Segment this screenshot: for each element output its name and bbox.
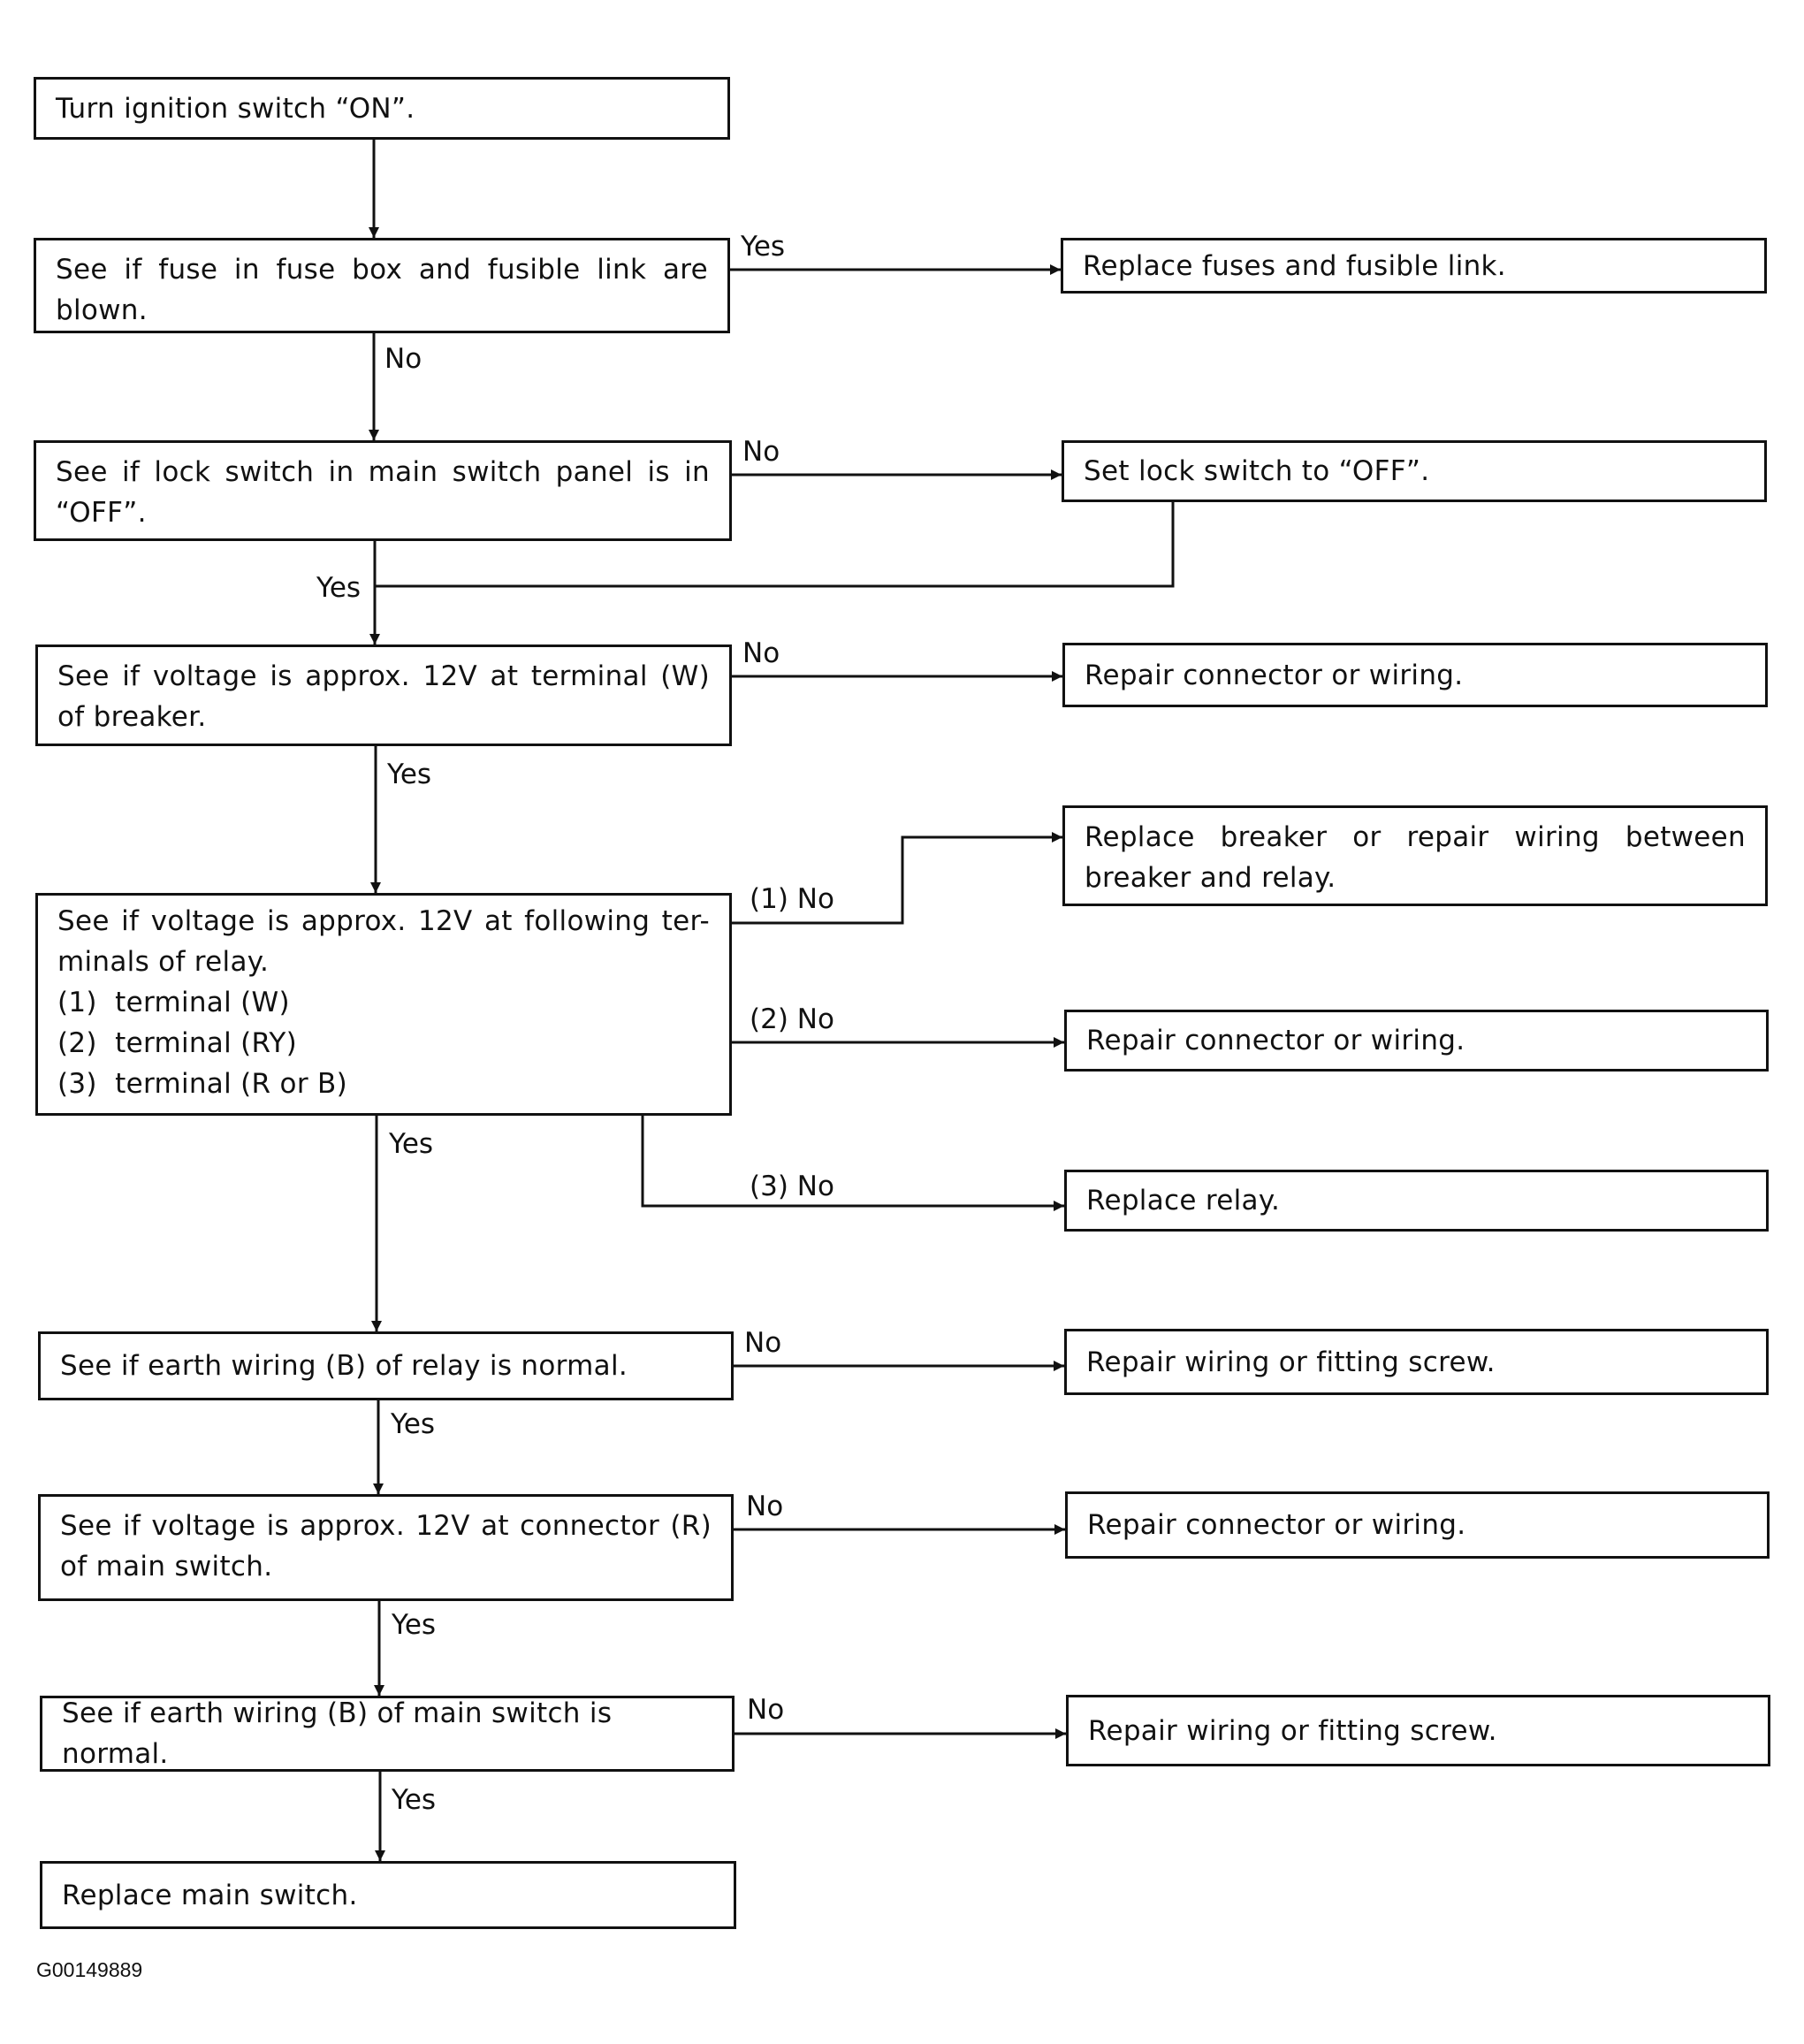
step-check-lock-switch: See if lock switch in main switch panel … bbox=[34, 440, 732, 541]
action-text: Repair connector or wiring. bbox=[1087, 1509, 1466, 1541]
label-yes-fuses: Yes bbox=[741, 231, 786, 263]
label-no-main-earth: No bbox=[747, 1694, 785, 1726]
label-yes-breaker: Yes bbox=[387, 759, 432, 790]
step-check-breaker-voltage: See if voltage is approx. 12V at termina… bbox=[35, 644, 732, 746]
label-no-fuses: No bbox=[384, 343, 422, 375]
action-repair-connector-2: Repair connector or wiring. bbox=[1064, 1010, 1769, 1072]
action-repair-wiring-1: Repair wiring or fitting screw. bbox=[1064, 1329, 1769, 1395]
step-text: See if voltage is approx. 12V at followi… bbox=[57, 905, 710, 978]
step-text: See if earth wiring (B) of relay is norm… bbox=[60, 1350, 628, 1382]
action-replace-fuses: Replace fuses and fusible link. bbox=[1061, 238, 1767, 294]
step-text: Turn ignition switch “ON”. bbox=[56, 92, 415, 125]
label-yes-lock: Yes bbox=[316, 572, 362, 604]
label-no-breaker: No bbox=[742, 637, 780, 669]
action-repair-connector-1: Repair connector or wiring. bbox=[1062, 643, 1768, 707]
relay-terminal-item: (3) terminal (R or B) bbox=[57, 1068, 347, 1100]
step-check-relay-earth: See if earth wiring (B) of relay is norm… bbox=[38, 1331, 734, 1400]
action-replace-breaker: Replace breaker or repair wiring between… bbox=[1062, 805, 1768, 906]
action-set-lock-switch: Set lock switch to “OFF”. bbox=[1062, 440, 1767, 502]
label-no2-relay: (2) No bbox=[750, 1003, 834, 1035]
label-no1-relay: (1) No bbox=[750, 883, 834, 915]
step-text: See if lock switch in main switch panel … bbox=[56, 456, 710, 529]
action-replace-relay: Replace relay. bbox=[1064, 1170, 1769, 1232]
step-turn-ignition-on: Turn ignition switch “ON”. bbox=[34, 77, 730, 140]
label-yes-main-voltage: Yes bbox=[392, 1609, 437, 1641]
action-text: Repair wiring or fitting screw. bbox=[1086, 1346, 1496, 1378]
action-text: Repair connector or wiring. bbox=[1085, 659, 1464, 691]
relay-terminal-item: (1) terminal (W) bbox=[57, 987, 290, 1018]
step-text: Replace main switch. bbox=[62, 1879, 358, 1911]
step-text: See if fuse in fuse box and fusible link… bbox=[56, 254, 708, 326]
step-check-main-switch-earth: See if earth wiring (B) of main switch i… bbox=[40, 1696, 735, 1772]
action-text: Replace relay. bbox=[1086, 1185, 1281, 1216]
action-text: Repair connector or wiring. bbox=[1086, 1025, 1465, 1056]
label-no3-relay: (3) No bbox=[750, 1171, 834, 1202]
action-text: Replace fuses and fusible link. bbox=[1083, 249, 1506, 282]
step-check-relay-terminals: See if voltage is approx. 12V at followi… bbox=[35, 893, 732, 1116]
label-yes-relay-earth: Yes bbox=[391, 1408, 436, 1440]
step-text: See if voltage is approx. 12V at connect… bbox=[60, 1510, 712, 1583]
step-text: See if voltage is approx. 12V at termina… bbox=[57, 660, 710, 733]
action-repair-wiring-2: Repair wiring or fitting screw. bbox=[1066, 1695, 1770, 1766]
label-no-relay-earth: No bbox=[744, 1327, 782, 1359]
step-text: See if earth wiring (B) of main switch i… bbox=[62, 1697, 613, 1770]
relay-terminal-item: (2) terminal (RY) bbox=[57, 1027, 298, 1059]
label-yes-main-earth: Yes bbox=[392, 1784, 437, 1816]
action-repair-connector-3: Repair connector or wiring. bbox=[1065, 1491, 1770, 1559]
figure-id: G00149889 bbox=[36, 1958, 143, 1981]
label-no-lock: No bbox=[742, 436, 780, 468]
action-text: Set lock switch to “OFF”. bbox=[1084, 455, 1430, 487]
action-text: Repair wiring or fitting screw. bbox=[1088, 1714, 1497, 1747]
label-yes-relay: Yes bbox=[389, 1128, 434, 1160]
step-replace-main-switch: Replace main switch. bbox=[40, 1861, 736, 1929]
arrow-s5-a5-1-no bbox=[732, 832, 1062, 925]
arrow-s5-a5-3-no bbox=[641, 1116, 1064, 1211]
action-text: Replace breaker or repair wiring between… bbox=[1085, 821, 1746, 894]
step-check-fuses: See if fuse in fuse box and fusible link… bbox=[34, 238, 730, 333]
step-check-main-switch-voltage: See if voltage is approx. 12V at connect… bbox=[38, 1494, 734, 1601]
return-a3-flow bbox=[375, 502, 1175, 588]
label-no-main-voltage: No bbox=[746, 1491, 784, 1522]
